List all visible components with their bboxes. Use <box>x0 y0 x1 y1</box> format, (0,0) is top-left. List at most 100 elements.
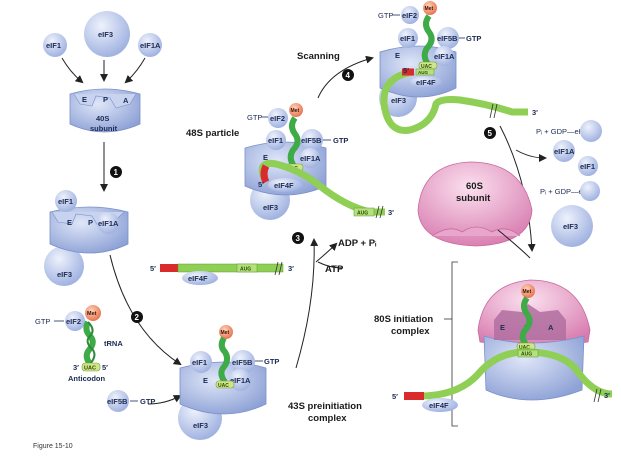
met-scan: Met <box>425 6 434 12</box>
site-e-48s: E <box>263 153 268 162</box>
eif1a-mid-icon <box>97 212 119 234</box>
mrna-scan-5prime: 5′ <box>403 66 409 75</box>
trna-3prime: 3′ <box>73 363 79 372</box>
gtp-48s-right: GTP <box>333 136 348 145</box>
mrna-5prime: 5′ <box>150 264 156 273</box>
eif1-mid-label: eIF1 <box>58 197 73 206</box>
site-e-label: E <box>82 95 87 104</box>
eif3-scan-label: eIF3 <box>391 96 406 105</box>
release-eif1-label: eIF1 <box>580 162 595 171</box>
aug-80s: AUG <box>521 352 532 358</box>
subunit-60s-label: 60S <box>466 181 483 192</box>
eif1-48s-label: eIF1 <box>268 136 283 145</box>
site-e-43s: E <box>203 376 208 385</box>
arrow-eif5b-in <box>147 395 182 405</box>
eif1-43s-label: eIF1 <box>192 358 207 367</box>
arrow-eif1-in <box>61 57 84 84</box>
complex-43s-title: 43S preinitiation <box>288 401 362 412</box>
ternary-complex: GTP eIF2 Met tRNA UAC 3′ 5′ Anticodon <box>35 305 123 383</box>
eif4f-80s-label: eIF4F <box>429 401 449 410</box>
scanning-label: Scanning <box>297 51 340 62</box>
met-43s: Met <box>221 330 230 336</box>
step-3-number: 3 <box>296 234 301 243</box>
arrow-step-4 <box>317 55 374 99</box>
complex-80s-title: 80S initiation <box>374 314 433 325</box>
eif3-mid-label: eIF3 <box>57 270 72 279</box>
uac-label: UAC <box>84 366 96 372</box>
gtp-48s-label: GTP <box>247 113 262 122</box>
eif5b-free-icon <box>107 390 129 412</box>
eif2-scan-label: eIF2 <box>402 11 417 20</box>
complex-43s: eIF1 eIF5B GTP eIF1A Met UAC E eIF3 43S … <box>178 325 362 440</box>
site-p-mid: P <box>88 218 93 227</box>
mrna-scan <box>380 68 528 134</box>
free-factors-group: eIF3 eIF1 eIF1A <box>43 11 162 84</box>
met-80s: Met <box>523 289 532 295</box>
met-48s: Met <box>291 108 300 114</box>
trna-label: tRNA <box>104 339 123 348</box>
complex-80s: 80S initiation complex E P A Met UAC AUG… <box>374 261 613 427</box>
eif3-top-label: eIF3 <box>98 30 113 39</box>
eif2-48s-label: eIF2 <box>270 114 285 123</box>
eif5b-free-gtp: GTP <box>140 397 155 406</box>
released-factors: Pᵢ + GDP—eIF5B eIF1A eIF1 Pᵢ + GDP—eIF2 … <box>536 120 602 247</box>
step-2-number: 2 <box>135 313 140 322</box>
subunit-40s: E P A 40S subunit <box>69 88 141 133</box>
complex-40s-with-factors: eIF1 eIF1A E P eIF3 <box>44 190 129 286</box>
release-eif1a-label: eIF1A <box>554 147 575 156</box>
atp-label: ATP <box>325 264 344 275</box>
subunit-40s-label: 40S <box>96 114 109 123</box>
arrow-release <box>515 149 547 162</box>
anticodon-box <box>81 362 101 372</box>
arrow-step-3 <box>295 238 319 369</box>
figure-caption: Figure 15-10 <box>33 443 73 450</box>
trna-48s-icon <box>287 116 301 168</box>
mrna-80s-3prime: 3′ <box>604 391 610 400</box>
site-a-80s: A <box>548 323 554 332</box>
arrow-step-5 <box>499 125 536 252</box>
arrow-eif1a-in <box>124 57 146 84</box>
uac-43s: UAC <box>218 383 229 389</box>
step-5-number: 5 <box>488 129 493 138</box>
mrna-3prime: 3′ <box>288 264 294 273</box>
mrna-48s-3prime: 3′ <box>388 208 394 217</box>
site-a-label: A <box>123 96 129 105</box>
trna-80s-icon <box>519 296 533 347</box>
eif2-label: eIF2 <box>66 317 81 326</box>
eif1-top-label: eIF1 <box>46 41 61 50</box>
eif1-scan-label: eIF1 <box>400 34 415 43</box>
aug-label: AUG <box>240 267 251 273</box>
adp-pi-label: ADP + Pᵢ <box>338 238 377 249</box>
step-1-badge <box>110 166 122 178</box>
scanning-complex: GTP eIF2 Met eIF1 eIF5B GTP eIF1A UAC E … <box>378 1 538 134</box>
complex-80s-title-line2: complex <box>391 326 430 337</box>
trna-scan-icon <box>421 14 435 66</box>
particle-48s: 48S particle GTP eIF2 Met eIF1 eIF5B GTP… <box>186 103 394 220</box>
site-e-scan: E <box>395 51 400 60</box>
uac-80s: UAC <box>519 345 530 351</box>
eif5b-free: eIF5B GTP <box>107 390 182 412</box>
step-5-badge <box>484 127 496 139</box>
eif1a-scan-label: eIF1A <box>434 52 455 61</box>
eif4f-48s-label: eIF4F <box>274 181 294 190</box>
subunit-40s-label-line2: subunit <box>90 124 118 133</box>
step-4-badge <box>342 69 354 81</box>
mrna-with-eif4f: 5′ AUG 3′ eIF4F <box>150 261 294 285</box>
step-2-badge <box>131 311 143 323</box>
mrna-80s-5prime: 5′ <box>392 392 398 401</box>
gtp-43s-label: GTP <box>264 357 279 366</box>
gtp-eif2-label: GTP <box>35 317 50 326</box>
arrow-adp-out <box>315 242 338 263</box>
trna-helix-icon <box>83 320 96 366</box>
eif4f-scan-label: eIF4F <box>416 78 436 87</box>
anticodon-label: Anticodon <box>68 374 105 383</box>
step-1-number: 1 <box>114 168 119 177</box>
complex-43s-title-line2: complex <box>308 413 347 424</box>
eif3-mid-icon <box>44 246 84 286</box>
release-eif2-label: Pᵢ + GDP—eIF2 <box>540 187 594 196</box>
eif4f-label: eIF4F <box>188 274 208 283</box>
trna-43s-icon <box>218 336 231 384</box>
trna-5prime: 5′ <box>102 363 108 372</box>
release-eif3-label: eIF3 <box>563 222 578 231</box>
